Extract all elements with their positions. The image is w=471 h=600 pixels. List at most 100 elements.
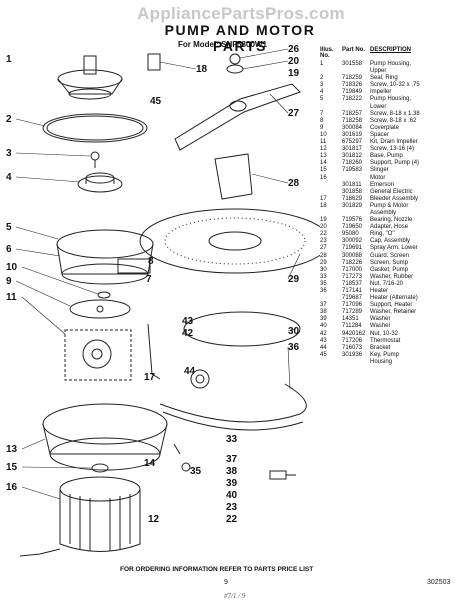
part-number: 719691: [342, 245, 363, 252]
illus-number: 36: [320, 288, 327, 294]
part-number: 301811: [342, 181, 362, 188]
part-number: 719849: [342, 89, 363, 96]
part-description: Lower: [370, 103, 387, 110]
thermostat: [190, 369, 210, 389]
illus-number: 4: [320, 89, 324, 96]
callout-15: 15: [6, 462, 18, 473]
part-description: Bracket: [370, 344, 391, 351]
callout-36: 36: [288, 342, 300, 353]
illus-number: 9: [320, 124, 324, 131]
part-number: 300084: [342, 124, 363, 131]
part-description: Heater (Alternate): [370, 295, 418, 302]
part-description: Support, Pump (4): [370, 160, 420, 167]
illus-number: [320, 104, 342, 111]
callout-labels: 1 2 3 4 5 6 10 9 8 7 11 17 13 14 15 16 1…: [6, 44, 300, 525]
callout-3: 3: [6, 148, 12, 159]
part-description: Guard, Screen: [370, 252, 410, 259]
illus-number: 22: [320, 231, 327, 238]
part-description: Screw, 10-32 x .75: [370, 82, 420, 89]
part-description: General Electric: [370, 188, 413, 195]
part-description: Coverplate: [370, 124, 400, 131]
part-description: Emerson: [370, 181, 395, 188]
illus-number: 29: [320, 259, 327, 266]
callout-33: 33: [226, 434, 238, 445]
callout-19: 19: [288, 68, 300, 79]
document-number: 302503: [427, 579, 451, 586]
part-description: Washer, Rubber: [370, 273, 414, 280]
nozzle-parts: [226, 53, 244, 74]
part-description: Gasket, Pump: [370, 266, 409, 273]
callout-44: 44: [184, 366, 196, 377]
table-row: 4 719849 Impeller: [320, 89, 470, 96]
col-illus-header: Illus. No.: [320, 47, 334, 59]
callout-4: 4: [6, 172, 12, 183]
part-description: Screw, 8-18 x .62: [370, 117, 417, 124]
callout-35: 35: [190, 466, 202, 477]
callout-16: 16: [6, 482, 18, 493]
callout-38: 38: [226, 466, 238, 477]
hose-adapter: [269, 470, 296, 480]
parts-table-header: Illus. No. Part No. DESCRIPTION: [320, 47, 470, 59]
illus-number: 45: [320, 351, 327, 358]
part-description: Assembly: [370, 209, 397, 216]
col-part-header: Part No.: [342, 47, 366, 53]
callout-27: 27: [288, 108, 300, 119]
callout-11: 11: [6, 292, 17, 303]
illus-number: 18: [320, 202, 327, 209]
part-number: 718326: [342, 82, 363, 89]
part-description: Screw, 13-16 (4): [370, 146, 415, 153]
part-description: Pump & Motor: [370, 202, 409, 209]
illus-number: 8: [320, 117, 324, 124]
callout-13: 13: [6, 444, 18, 455]
part-description: Cap, Assembly: [370, 238, 411, 245]
callout-28: 28: [288, 178, 300, 189]
heater: [159, 383, 307, 431]
part-description: Seal, Ring: [370, 75, 398, 82]
part-number: 718259: [342, 75, 363, 82]
part-description: Bleeder Assembly: [370, 195, 419, 202]
part-description: Ring, "O": [370, 231, 395, 238]
illus-number: 23: [320, 238, 327, 245]
callout-23: 23: [226, 502, 238, 513]
illus-number: 20: [320, 224, 327, 231]
callout-18: 18: [196, 64, 208, 75]
part-description: Spacer: [370, 131, 390, 138]
illus-number: 33: [320, 273, 327, 280]
impeller: [77, 172, 123, 193]
part-number: 95080: [342, 231, 359, 238]
callout-17: 17: [144, 372, 156, 383]
pump-key: [147, 53, 161, 71]
part-number: [342, 175, 370, 182]
part-description: Impeller: [370, 89, 392, 96]
part-number: 14351: [342, 316, 359, 323]
part-number: 719583: [342, 167, 363, 174]
part-number: 675297: [342, 139, 363, 146]
part-description: Screen, Sump: [370, 259, 409, 266]
part-number: 719650: [342, 224, 363, 231]
callout-8: 8: [148, 256, 154, 267]
part-description: Housing: [370, 358, 393, 365]
callout-22: 22: [226, 514, 238, 525]
illus-number: 27: [320, 245, 327, 252]
callout-5: 5: [6, 222, 12, 233]
callout-29: 29: [288, 274, 300, 285]
table-row: Housing: [320, 359, 470, 366]
illus-number: 15: [320, 167, 327, 174]
